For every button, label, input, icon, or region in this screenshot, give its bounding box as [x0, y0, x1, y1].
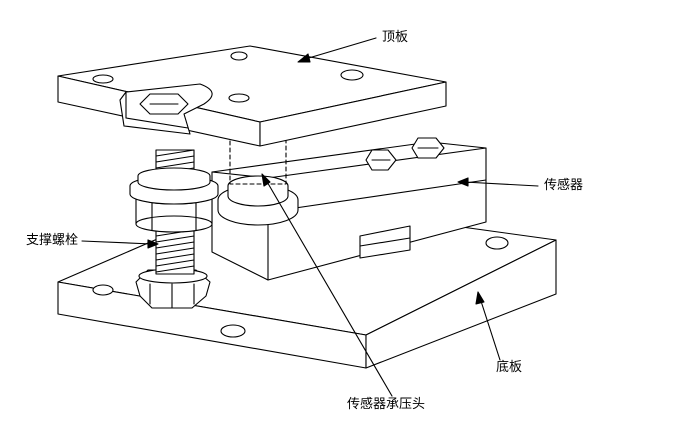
label-pressure-head: 传感器承压头: [347, 397, 426, 412]
label-support-bolt: 支撑螺栓: [26, 233, 79, 248]
support-bolt: [129, 149, 219, 309]
leader-lines: [81, 37, 539, 397]
top-plate-hole: [228, 93, 250, 103]
top-plate-hole: [230, 51, 248, 61]
bottom-plate-hole: [92, 284, 114, 296]
load-cell-bolt: [365, 137, 445, 171]
label-load-cell: 传感器: [544, 178, 584, 193]
top-plate: [57, 45, 447, 147]
bottom-plate-hole: [220, 324, 246, 338]
top-plate-hole: [92, 74, 114, 84]
top-plate-hole: [340, 69, 364, 81]
label-top-plate: 顶板: [382, 30, 409, 45]
bottom-plate-hole: [485, 236, 509, 250]
label-bottom-plate: 底板: [496, 360, 523, 375]
